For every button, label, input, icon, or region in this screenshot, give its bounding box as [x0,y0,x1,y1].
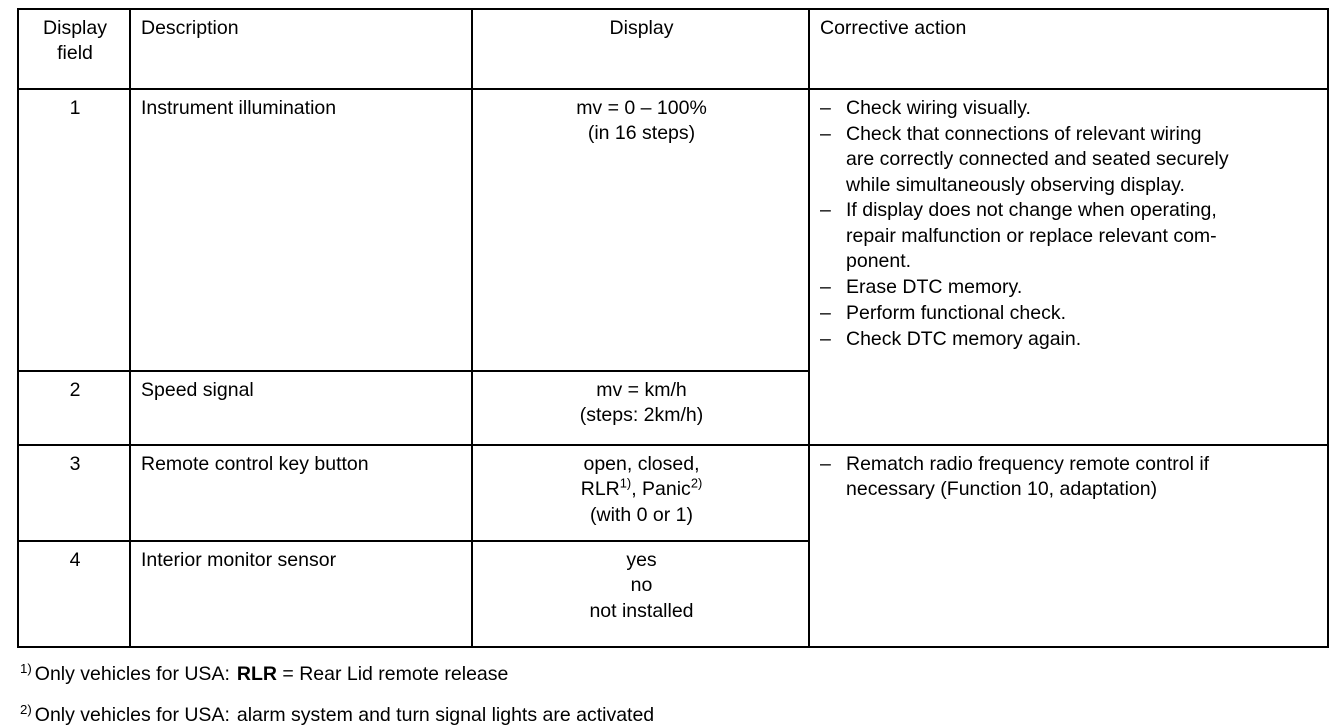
display-value-panic: , Panic [631,478,691,501]
bullet-dash-icon: – [820,122,831,145]
display-line: RLR1), Panic2) [483,477,800,502]
display-line: (steps: 2km/h) [579,404,704,427]
document-page: Display field Description Display Correc… [17,8,1329,726]
list-item-line: If display does not change when operatin… [846,199,1217,222]
diagnostic-table: Display field Description Display Correc… [17,8,1329,648]
list-item-line: necessary (Function 10, adaptation) [846,478,1158,501]
cell-corrective-action: – Rematch radio frequency remote control… [808,444,1329,648]
cell-description: Remote control key button [129,444,473,542]
bullet-dash-icon: – [820,327,831,350]
display-line: not installed [589,599,694,622]
footnotes: 1)Only vehicles for USA:RLR = Rear Lid r… [20,660,1330,728]
table-row: 4 Interior monitor sensor yes no not ins… [17,540,1328,648]
display-value-rlr: RLR [580,478,620,501]
cell-display-field: 3 [17,444,131,542]
table-row: 3 Remote control key button open, closed… [17,444,1329,648]
list-item-line: Check DTC memory again. [846,327,1082,350]
list-item: – If display does not change when operat… [820,198,1319,274]
bullet-dash-icon: – [820,275,831,298]
footnote-abbr: RLR [236,663,277,685]
column-header-description: Description [129,8,473,90]
cell-corrective-action: – Check wiring visually. – Check that co… [808,88,1329,446]
display-line: mv = km/h [596,379,687,401]
list-item: – Erase DTC memory. [820,275,1319,300]
list-item-line: ponent. [846,250,912,273]
list-item: – Perform functional check. [820,301,1319,326]
footnote-2: 2)Only vehicles for USA: alarm system and… [20,703,1330,727]
cell-display-field: 2 [17,370,131,446]
footnote-marker: 1) [20,660,32,676]
header-row: Display field Description Display Correc… [17,8,1329,90]
footnote-text-before: Only vehicles for USA: [34,704,230,727]
cell-display: mv = 0 – 100% (in 16 steps) [471,88,810,372]
list-item-line: while simultaneously observing display. [846,173,1185,196]
list-item-line: repair malfunction or replace relevant c… [846,224,1217,247]
list-item-line: Rematch radio frequency remote control i… [846,453,1210,475]
cell-display: yes no not installed [471,540,810,648]
list-item-line: Check wiring visually. [846,97,1031,119]
table-row: 1 Instrument illumination mv = 0 – 100% … [17,88,1329,446]
display-line: (with 0 or 1) [590,503,693,526]
corrective-action-list: – Check wiring visually. – Check that co… [820,96,1319,352]
bullet-dash-icon: – [820,199,831,222]
footnote-1: 1)Only vehicles for USA: RLR = Rear Lid r… [20,660,1330,686]
cell-display-field: 1 [17,88,131,372]
footnote-text-after: alarm system and turn signal lights are … [236,704,655,727]
corrective-action-list: – Rematch radio frequency remote control… [820,452,1319,503]
table-header: Display field Description Display Correc… [17,8,1329,90]
list-item: – Check wiring visually. [820,96,1319,121]
footnote-marker: 2) [20,701,32,717]
table-row: 2 Speed signal mv = km/h (steps: 2km/h) [17,370,1328,446]
bullet-dash-icon: – [820,453,831,475]
cell-description: Instrument illumination [129,88,473,372]
cell-display-field: 4 [17,540,131,648]
display-line: (in 16 steps) [587,122,696,145]
footnote-ref-1: 1) [619,475,632,491]
list-item: – Check DTC memory again. [820,327,1319,352]
column-header-display-field-line2: field [57,42,93,65]
column-header-display: Display [471,8,810,90]
column-header-corrective-action: Corrective action [808,8,1329,90]
cell-display: mv = km/h (steps: 2km/h) [471,370,810,446]
display-line: mv = 0 – 100% [576,97,707,119]
display-line: open, closed, [583,453,700,475]
bullet-dash-icon: – [820,97,831,119]
cell-display: open, closed, RLR1), Panic2) (with 0 or … [471,444,810,542]
bullet-dash-icon: – [820,301,831,324]
footnote-text-after: Rear Lid remote release [299,663,509,685]
display-line: yes [626,549,657,571]
table-body: 1 Instrument illumination mv = 0 – 100% … [17,88,1329,648]
list-item-line: Perform functional check. [846,301,1067,324]
cell-description: Interior monitor sensor [129,540,473,648]
display-line: no [630,574,653,597]
list-item-line: Erase DTC memory. [846,275,1023,298]
column-header-display-field: Display field [17,8,131,90]
list-item-line: are correctly connected and seated secur… [846,148,1229,171]
list-item-line: Check that connections of relevant wirin… [846,122,1202,145]
footnote-text-before: Only vehicles for USA: [34,663,230,685]
column-header-display-field-line1: Display [43,17,107,39]
footnote-ref-2: 2) [690,475,703,491]
list-item: – Check that connections of relevant wir… [820,122,1319,198]
list-item: – Rematch radio frequency remote control… [820,452,1319,503]
cell-description: Speed signal [129,370,473,446]
footnote-equals: = [282,663,294,685]
